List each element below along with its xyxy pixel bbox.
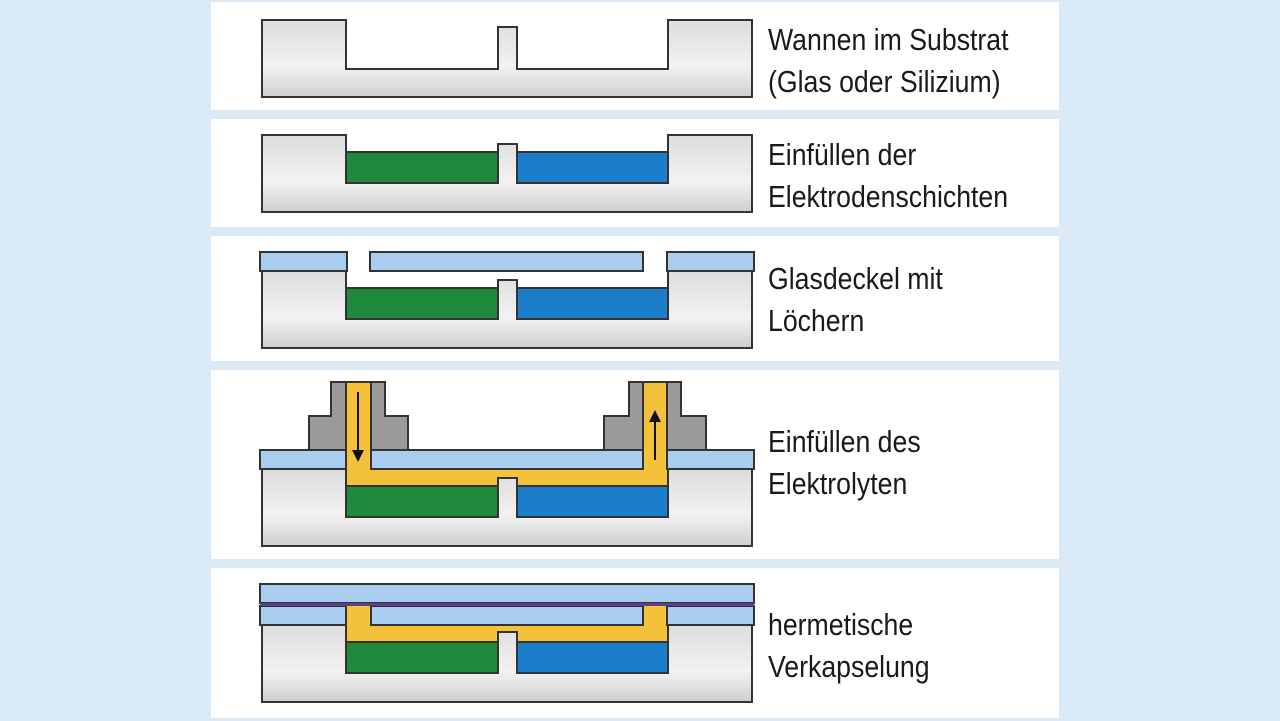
step-3-line1: Glasdeckel mit — [768, 261, 943, 296]
right-electrode-layer — [516, 287, 669, 320]
right-fitting — [603, 381, 707, 451]
glass-lid-center — [370, 605, 644, 626]
step-2-line2: Elektrodenschichten — [768, 179, 1009, 214]
glass-lid-left — [259, 605, 347, 626]
step-5-line1: hermetische — [768, 607, 914, 642]
step-3-diagram — [259, 251, 755, 349]
step-1-caption: Wannen im Substrat (Glas oder Silizium) — [768, 19, 1009, 103]
step-3-line2: Löchern — [768, 303, 865, 338]
substrate-with-wells — [261, 468, 753, 547]
left-electrode-layer — [345, 641, 499, 674]
step-2-panel — [211, 119, 1059, 227]
step-3-panel — [211, 236, 1059, 361]
step-5-caption: hermetische Verkapselung — [768, 604, 930, 688]
step-3-caption: Glasdeckel mit Löchern — [768, 258, 943, 342]
step-5-diagram — [259, 583, 755, 703]
up-arrow-icon — [649, 410, 661, 460]
substrate-with-wells — [261, 624, 753, 703]
right-electrode-layer — [516, 485, 669, 518]
step-4-line2: Elektrolyten — [768, 466, 908, 501]
left-fitting — [308, 381, 409, 451]
step-5-panel — [211, 568, 1059, 718]
glass-lid-left — [259, 449, 347, 470]
down-arrow-icon — [352, 392, 364, 462]
glass-lid-right — [666, 251, 755, 272]
step-1-line2: (Glas oder Silizium) — [768, 64, 1001, 99]
glass-lid-left — [259, 251, 348, 272]
substrate-with-wells — [261, 270, 753, 349]
step-2-diagram — [261, 134, 753, 213]
step-4-line1: Einfüllen des — [768, 424, 921, 459]
glass-lid-center — [370, 449, 644, 470]
step-2-line1: Einfüllen der — [768, 137, 917, 172]
step-4-caption: Einfüllen des Elektrolyten — [768, 421, 921, 505]
right-electrode-layer — [516, 151, 669, 184]
left-electrode-layer — [345, 485, 499, 518]
step-1-diagram — [261, 19, 753, 98]
step-4-diagram — [259, 381, 755, 547]
step-2-caption: Einfüllen der Elektrodenschichten — [768, 134, 1008, 218]
right-electrode-layer — [516, 641, 669, 674]
glass-lid-right — [666, 605, 755, 626]
step-4-panel — [211, 370, 1059, 559]
glass-lid-center — [369, 251, 644, 272]
substrate-with-wells — [261, 19, 753, 98]
step-5-line2: Verkapselung — [768, 649, 930, 684]
substrate-with-wells — [261, 134, 753, 213]
step-1-panel — [211, 2, 1059, 110]
left-electrode-layer — [345, 151, 499, 184]
glass-lid-right — [666, 449, 755, 470]
step-1-line1: Wannen im Substrat — [768, 22, 1009, 57]
sealing-cover-plate — [259, 583, 755, 604]
sealing-layer — [260, 603, 754, 606]
left-electrode-layer — [345, 287, 499, 320]
